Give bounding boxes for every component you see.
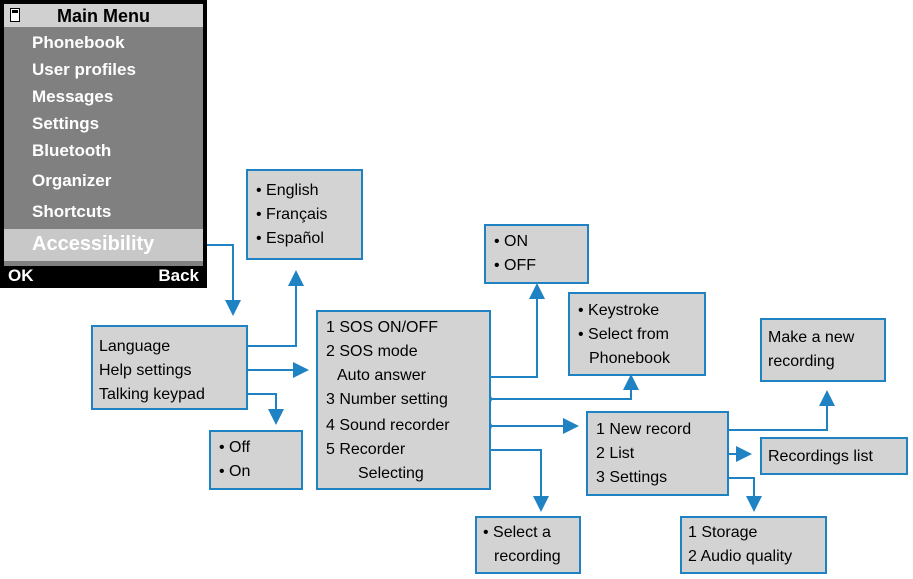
select-recording-line2: recording bbox=[494, 548, 561, 565]
option-francais: • Français bbox=[256, 206, 328, 223]
menu-item-bluetooth[interactable]: Bluetooth bbox=[32, 141, 112, 160]
item-help-settings: Help settings bbox=[99, 362, 192, 379]
softkey-back[interactable]: Back bbox=[158, 266, 199, 285]
option-keystroke: • Keystroke bbox=[578, 302, 660, 319]
item-number-setting: 3 Number setting bbox=[326, 391, 448, 408]
battery-icon bbox=[10, 8, 20, 22]
softkey-ok[interactable]: OK bbox=[8, 266, 34, 285]
menu-item-messages[interactable]: Messages bbox=[32, 87, 114, 106]
number-setting-options-box: • Keystroke • Select from Phonebook bbox=[568, 292, 706, 376]
accessibility-menu-box: Language Help settings Talking keypad bbox=[91, 325, 248, 410]
item-audio-quality: 2 Audio quality bbox=[688, 548, 793, 565]
phone-title: Main Menu bbox=[57, 6, 150, 26]
language-options-box: • English • Français • Español bbox=[246, 169, 363, 260]
menu-item-organizer[interactable]: Organizer bbox=[32, 171, 112, 190]
sound-recorder-menu-box: 1 New record 2 List 3 Settings bbox=[586, 411, 729, 496]
item-new-record: 1 New record bbox=[596, 421, 692, 438]
item-sound-recorder: 4 Sound recorder bbox=[326, 417, 450, 434]
make-new-line1: Make a new bbox=[768, 329, 855, 346]
option-off: • Off bbox=[219, 439, 251, 456]
menu-item-accessibility-label: Accessibility bbox=[32, 233, 155, 255]
option-phonebook: Phonebook bbox=[589, 350, 670, 367]
item-storage: 1 Storage bbox=[688, 524, 758, 541]
recorder-settings-box: 1 Storage 2 Audio quality bbox=[680, 516, 827, 574]
phone-title-bar: Main Menu bbox=[4, 4, 203, 27]
option-sos-off: • OFF bbox=[494, 257, 537, 274]
item-auto-answer: Auto answer bbox=[337, 367, 426, 384]
item-selecting: Selecting bbox=[358, 465, 424, 482]
menu-item-shortcuts[interactable]: Shortcuts bbox=[32, 202, 112, 221]
item-language: Language bbox=[99, 338, 171, 355]
arrow-number-setting-to-options bbox=[487, 374, 639, 400]
item-list: 2 List bbox=[596, 445, 635, 462]
talking-keypad-options-box: • Off • On bbox=[209, 430, 303, 490]
item-talking-keypad: Talking keypad bbox=[99, 386, 205, 403]
item-sos-mode: 2 SOS mode bbox=[326, 343, 418, 360]
menu-item-user-profiles[interactable]: User profiles bbox=[32, 60, 136, 79]
menu-item-accessibility[interactable]: Accessibility bbox=[4, 229, 203, 261]
menu-item-settings[interactable]: Settings bbox=[32, 114, 100, 133]
option-sos-on: • ON bbox=[494, 233, 529, 250]
arrow-new-record-to-make bbox=[719, 390, 835, 431]
recordings-list-box: Recordings list bbox=[760, 437, 908, 475]
option-select-from: • Select from bbox=[578, 326, 669, 343]
recordings-list-label: Recordings list bbox=[768, 448, 873, 465]
option-english: • English bbox=[256, 182, 319, 199]
phone-screen: Main Menu Phonebook User profiles Messag… bbox=[0, 0, 207, 288]
option-on: • On bbox=[219, 463, 251, 480]
item-settings: 3 Settings bbox=[596, 469, 668, 486]
menu-item-phonebook[interactable]: Phonebook bbox=[32, 33, 125, 52]
select-recording-line1: • Select a bbox=[483, 524, 551, 541]
option-espanol: • Español bbox=[256, 230, 324, 247]
help-settings-menu-box: 1 SOS ON/OFF 2 SOS mode Auto answer 3 Nu… bbox=[316, 310, 491, 490]
make-new-recording-box: Make a new recording bbox=[760, 318, 886, 382]
item-sos-on-off: 1 SOS ON/OFF bbox=[326, 319, 439, 336]
make-new-line2: recording bbox=[768, 353, 835, 370]
select-recording-box: • Select a recording bbox=[475, 516, 581, 574]
item-recorder: 5 Recorder bbox=[326, 441, 406, 458]
sos-options-box: • ON • OFF bbox=[484, 224, 589, 284]
phone-menu-list: Phonebook User profiles Messages Setting… bbox=[4, 27, 203, 266]
